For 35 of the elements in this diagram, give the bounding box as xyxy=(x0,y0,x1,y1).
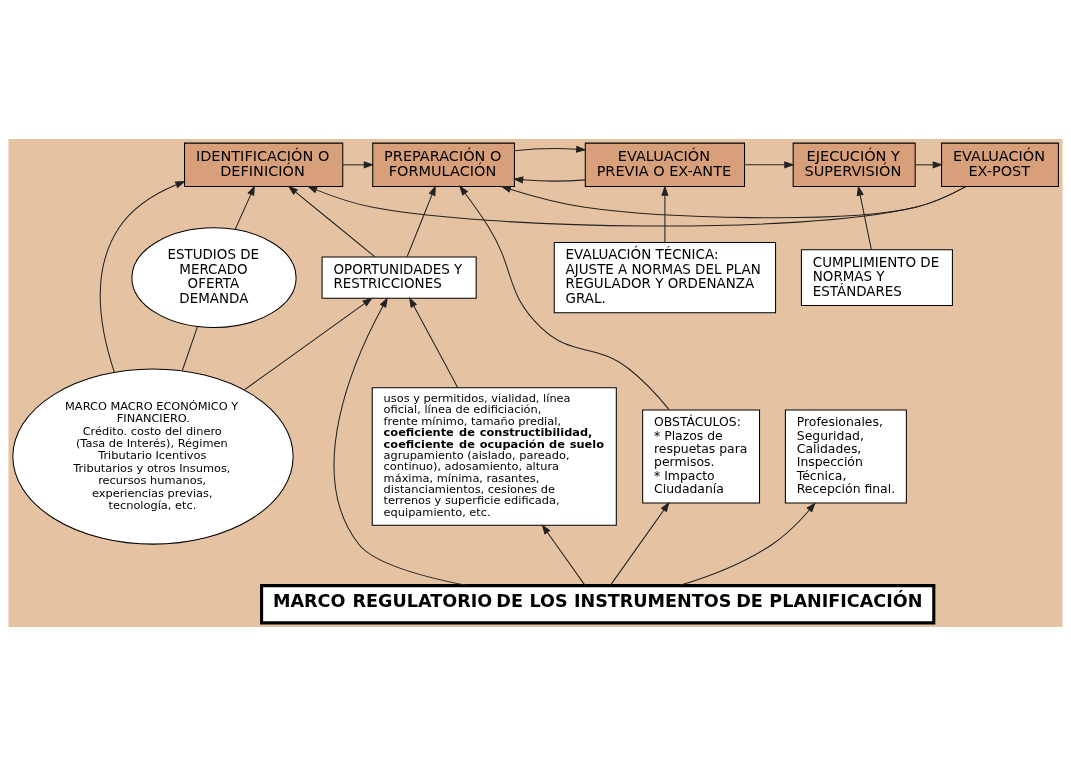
node-box: usos y permitidos, vialidad, línea oficial, línea de edificiación, frente mínimo, tamaño predial, coeficiente de constructibilidad, coeficiente de ocupación de suelo agrupamiento (aislado, pareado, continuo), adosamiento, altura máxima, mínima, rasantes, distanciamientos, cesiones de terrenos y superficie edificada, equipamiento, etc. xyxy=(371,386,617,526)
connector xyxy=(181,325,198,371)
arrow xyxy=(678,501,816,586)
arrow xyxy=(744,160,795,168)
arrow xyxy=(287,185,376,257)
arrow xyxy=(307,185,967,227)
node-box: OBSTÁCULOS: * Plazos de respuetas para permisos. * Impacto Ciudadanía xyxy=(642,408,761,504)
node-box: EJECUCIÓN Y SUPERVISIÓN xyxy=(792,142,916,187)
arrow xyxy=(661,184,669,243)
arrow xyxy=(512,175,586,183)
node-box: MARCO REGULATORIO DE LOS INSTRUMENTOS DE PLANIFICACIÓN xyxy=(260,583,936,624)
node-box: OPORTUNIDADES Y RESTRICCIONES xyxy=(321,255,477,299)
arrow xyxy=(609,501,670,586)
node-box: EVALUACIÓN TÉCNICA: AJUSTE A NORMAS DEL PLAN REGULADOR Y ORDENANZA GRAL. xyxy=(553,241,777,313)
arrow xyxy=(914,160,944,168)
node-ellipse: MARCO MACRO ECONÓMICO Y FINANCIERO. Crédito. costo del dinero (Tasa de Interés), Régimen Tributario Icentivos Tributarios y otros Insumos, recursos humanos, experiencias previas, tecnología, etc. xyxy=(12,367,294,545)
node-box: EVALUACIÓN EX-POST xyxy=(941,142,1059,187)
arrow xyxy=(500,185,967,218)
arrow xyxy=(856,184,872,250)
arrow xyxy=(234,184,255,230)
arrow xyxy=(244,297,373,390)
node-box: Profesionales, Seguridad, Calidades, Inspección Técnica, Recepción final. xyxy=(784,408,907,504)
arrow xyxy=(333,296,468,586)
arrow xyxy=(99,180,186,373)
arrow xyxy=(459,184,670,410)
node-box: IDENTIFICACIÓN O DEFINICIÓN xyxy=(184,142,344,187)
node-ellipse: ESTUDIOS DE MERCADO OFERTA DEMANDA xyxy=(131,226,297,328)
arrow xyxy=(342,160,375,168)
node-box: EVALUACIÓN PREVIA O EX-ANTE xyxy=(584,142,746,187)
arrow xyxy=(513,145,587,153)
arrow xyxy=(541,523,586,586)
arrow xyxy=(406,184,436,257)
node-box: PREPARACIÓN O FORMULACIÓN xyxy=(372,142,515,187)
arrow xyxy=(409,296,459,388)
node-box: CUMPLIMIENTO DE NORMAS Y ESTÁNDARES xyxy=(800,248,953,306)
